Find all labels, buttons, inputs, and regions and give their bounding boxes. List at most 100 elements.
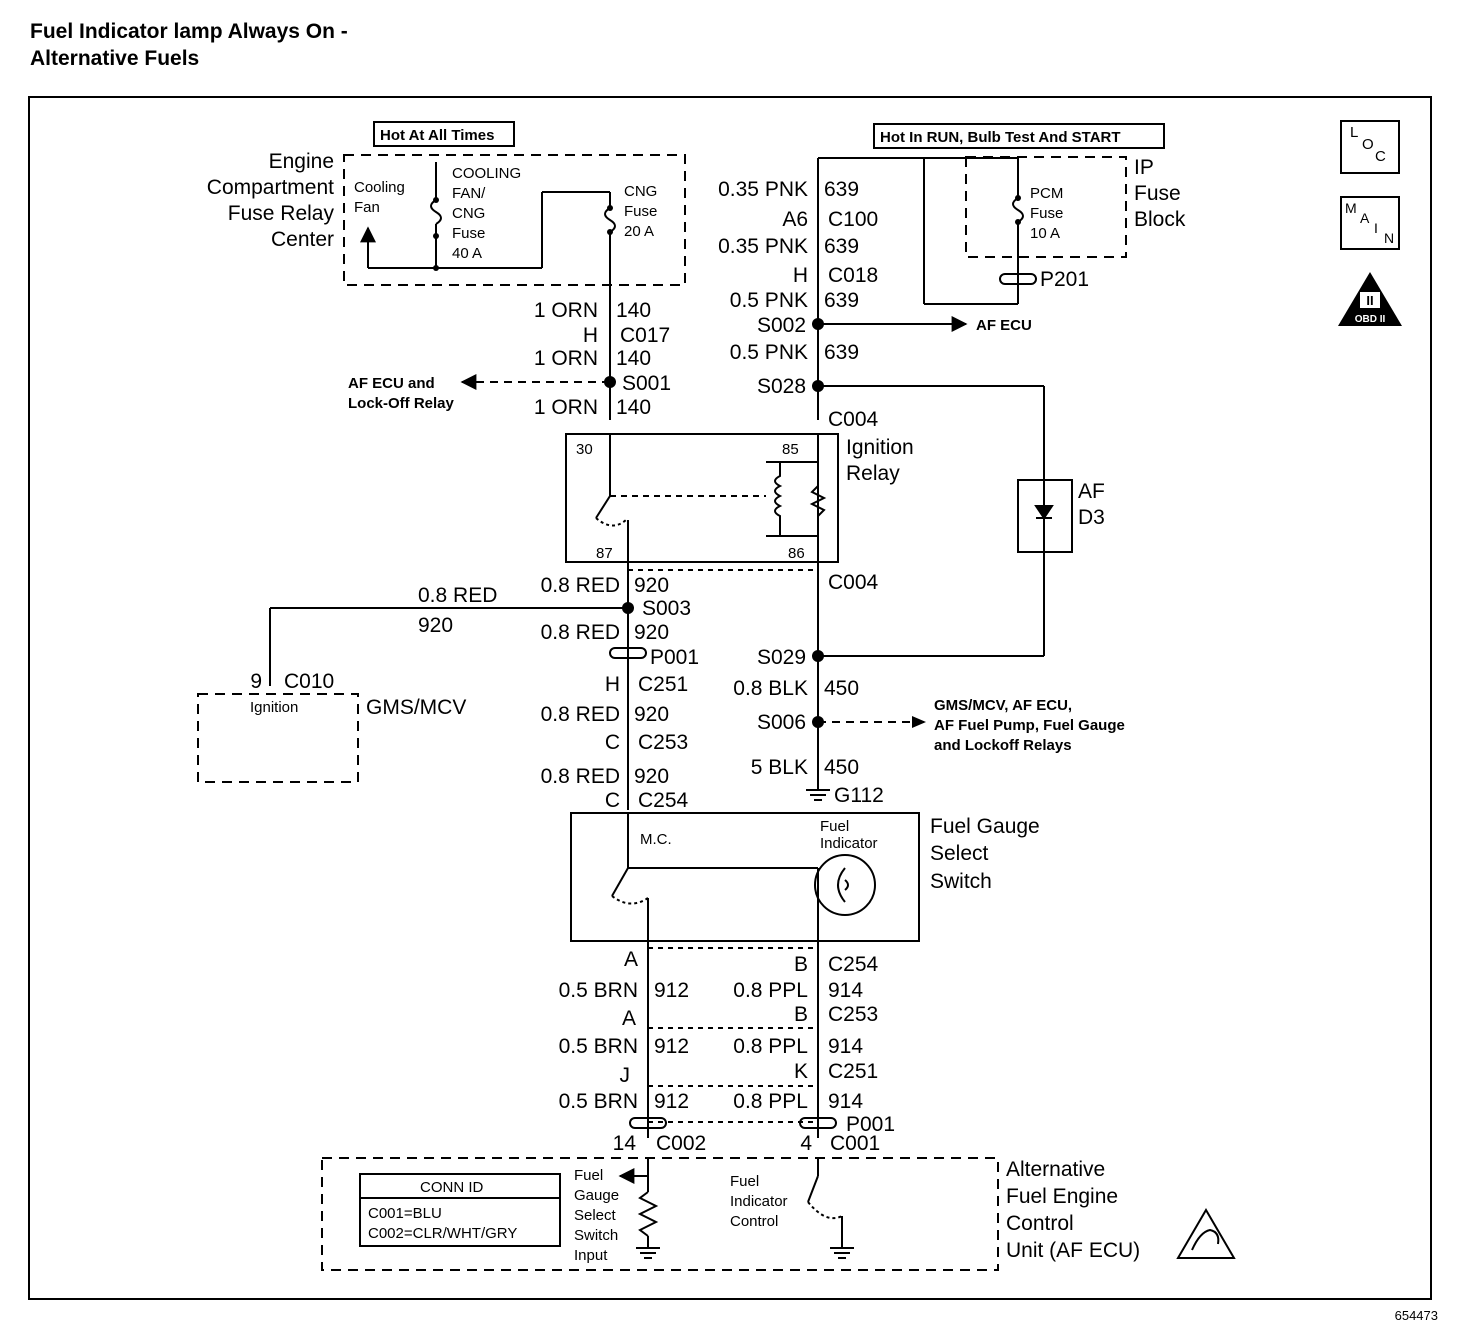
c002-id: C002 <box>656 1132 706 1155</box>
c253-bottom-pin-a: A <box>622 1007 636 1030</box>
wire-912-circuit-1: 912 <box>654 979 689 1002</box>
cooling-fan-fuse-symbol <box>430 199 442 225</box>
s003-dot <box>622 602 634 614</box>
s006-note-line-2: AF Fuel Pump, Fuel Gauge <box>934 717 1125 734</box>
ip-fuse-line-1: IP <box>1134 156 1154 179</box>
hot-all-times-label: Hot At All Times <box>380 127 494 144</box>
c254-top-id: C254 <box>638 789 689 812</box>
c001-pin: 4 <box>800 1132 812 1155</box>
loc-button[interactable]: L O C <box>1340 120 1400 174</box>
fgss-input-line-3: Select <box>574 1207 617 1224</box>
fgss-line-1: Fuel Gauge <box>930 815 1040 838</box>
s006-label: S006 <box>757 711 806 734</box>
fgss-input-resistor <box>637 1191 659 1237</box>
efrc-line-4: Center <box>271 228 334 251</box>
diagram-frame <box>28 96 1432 1300</box>
wire-140-gauge-2: 1 ORN <box>534 347 598 370</box>
af-d3-line-2: D3 <box>1078 506 1105 529</box>
wire-639-circuit-3: 639 <box>824 289 859 312</box>
pcm-fuse-line-1: PCM <box>1030 185 1063 202</box>
af-module-line-2: Fuel Engine <box>1006 1185 1118 1208</box>
s029-label: S029 <box>757 646 806 669</box>
cooling-fan-line-2: Fan <box>354 199 380 216</box>
c254-bottom-pin-a: A <box>624 948 638 971</box>
wire-920-circuit-1: 920 <box>634 574 669 597</box>
wire-639-gauge-3: 0.5 PNK <box>730 289 808 312</box>
wire-450-circuit-2: 450 <box>824 756 859 779</box>
cooling-fuse-line-3: CNG <box>452 205 485 222</box>
wire-912-gauge-2: 0.5 BRN <box>559 1035 638 1058</box>
c010-id: C010 <box>284 670 334 693</box>
gms-mcv-label: GMS/MCV <box>366 696 466 719</box>
s006-note-line-1: GMS/MCV, AF ECU, <box>934 697 1072 714</box>
wire-639-circuit-4: 639 <box>824 341 859 364</box>
wire-639-circuit-1: 639 <box>824 178 859 201</box>
wire-920-gauge-2: 0.8 RED <box>541 621 620 644</box>
fgss-input-line-1: Fuel <box>574 1167 603 1184</box>
hot-run-box <box>873 123 1165 149</box>
main-letter-i: I <box>1374 220 1378 236</box>
fuel-indicator-lamp <box>814 854 876 916</box>
s002-label: S002 <box>757 314 806 337</box>
c253-bottom-id: C253 <box>828 1003 878 1026</box>
conn-id-row-2: C002=CLR/WHT/GRY <box>368 1225 517 1242</box>
c251-top-id: C251 <box>638 673 688 696</box>
relay-coil-symbol <box>774 462 783 536</box>
wire-914-circuit-2: 914 <box>828 1035 863 1058</box>
wire-639-gauge-2: 0.35 PNK <box>718 235 808 258</box>
s028-dot <box>812 380 824 392</box>
mc-label: M.C. <box>640 831 672 848</box>
obd-ii-label: OBD II <box>1355 314 1386 325</box>
cooling-fuse-line-4: Fuse <box>452 225 485 242</box>
wire-914-gauge-3: 0.8 PPL <box>733 1090 808 1113</box>
ignition-relay-box <box>565 433 839 563</box>
wire-450-circuit-1: 450 <box>824 677 859 700</box>
s006-dot <box>812 716 824 728</box>
cooling-fuse-line-5: 40 A <box>452 245 482 262</box>
fuel-indicator-line-1: Fuel <box>820 818 849 835</box>
cooling-fuse-line-2: FAN/ <box>452 185 486 202</box>
c251-bottom-id: C251 <box>828 1060 878 1083</box>
s006-note-line-3: and Lockoff Relays <box>934 737 1072 754</box>
wire-450-gauge-2: 5 BLK <box>751 756 808 779</box>
c253-top-pin: C <box>605 731 620 754</box>
pcm-fuse-symbol <box>1012 197 1024 223</box>
efrc-line-2: Compartment <box>207 176 334 199</box>
c004-bottom-label: C004 <box>828 571 879 594</box>
wire-920-circuit-3: 920 <box>634 703 669 726</box>
c004-top-label: C004 <box>828 408 879 431</box>
conn-id-table <box>359 1173 561 1247</box>
s006-incoming-arrow <box>912 716 926 728</box>
loc-letter-l: L <box>1350 124 1359 141</box>
c017-pin: H <box>583 324 598 347</box>
fgss-input-line-2: Gauge <box>574 1187 619 1204</box>
esd-warning-icon <box>1176 1208 1236 1259</box>
ip-fuse-line-2: Fuse <box>1134 182 1181 205</box>
relay-pin-87: 87 <box>596 545 613 562</box>
af-ecu-box <box>321 1157 999 1271</box>
relay-pin-30: 30 <box>576 441 593 458</box>
wire-140-circuit-3: 140 <box>616 396 651 419</box>
wire-920-gauge-1: 0.8 RED <box>541 574 620 597</box>
af-ecu-arrow-label: AF ECU <box>976 317 1032 334</box>
wire-920-gauge-4: 0.8 RED <box>541 765 620 788</box>
fgss-input-line-5: Input <box>574 1247 608 1264</box>
wire-140-circuit-2: 140 <box>616 347 651 370</box>
c001-id: C001 <box>830 1132 880 1155</box>
wire-140-gauge-1: 1 ORN <box>534 299 598 322</box>
ignition-relay-line-2: Relay <box>846 462 900 485</box>
efrc-line-1: Engine <box>269 150 334 173</box>
c254-bottom-id: C254 <box>828 953 879 976</box>
main-letter-n: N <box>1384 230 1395 246</box>
wire-912-circuit-2: 912 <box>654 1035 689 1058</box>
c100-id: C100 <box>828 208 878 231</box>
c251-bottom-pin-j: J <box>620 1064 631 1087</box>
c253-top-id: C253 <box>638 731 688 754</box>
relay-pin-86: 86 <box>788 545 805 562</box>
p201-label: P201 <box>1040 268 1089 291</box>
af-module-line-1: Alternative <box>1006 1158 1105 1181</box>
c251-bottom-pin-k: K <box>794 1060 808 1083</box>
wire-914-circuit-1: 914 <box>828 979 863 1002</box>
conn-id-header: CONN ID <box>420 1179 484 1196</box>
main-button[interactable]: M A I N <box>1340 196 1400 250</box>
